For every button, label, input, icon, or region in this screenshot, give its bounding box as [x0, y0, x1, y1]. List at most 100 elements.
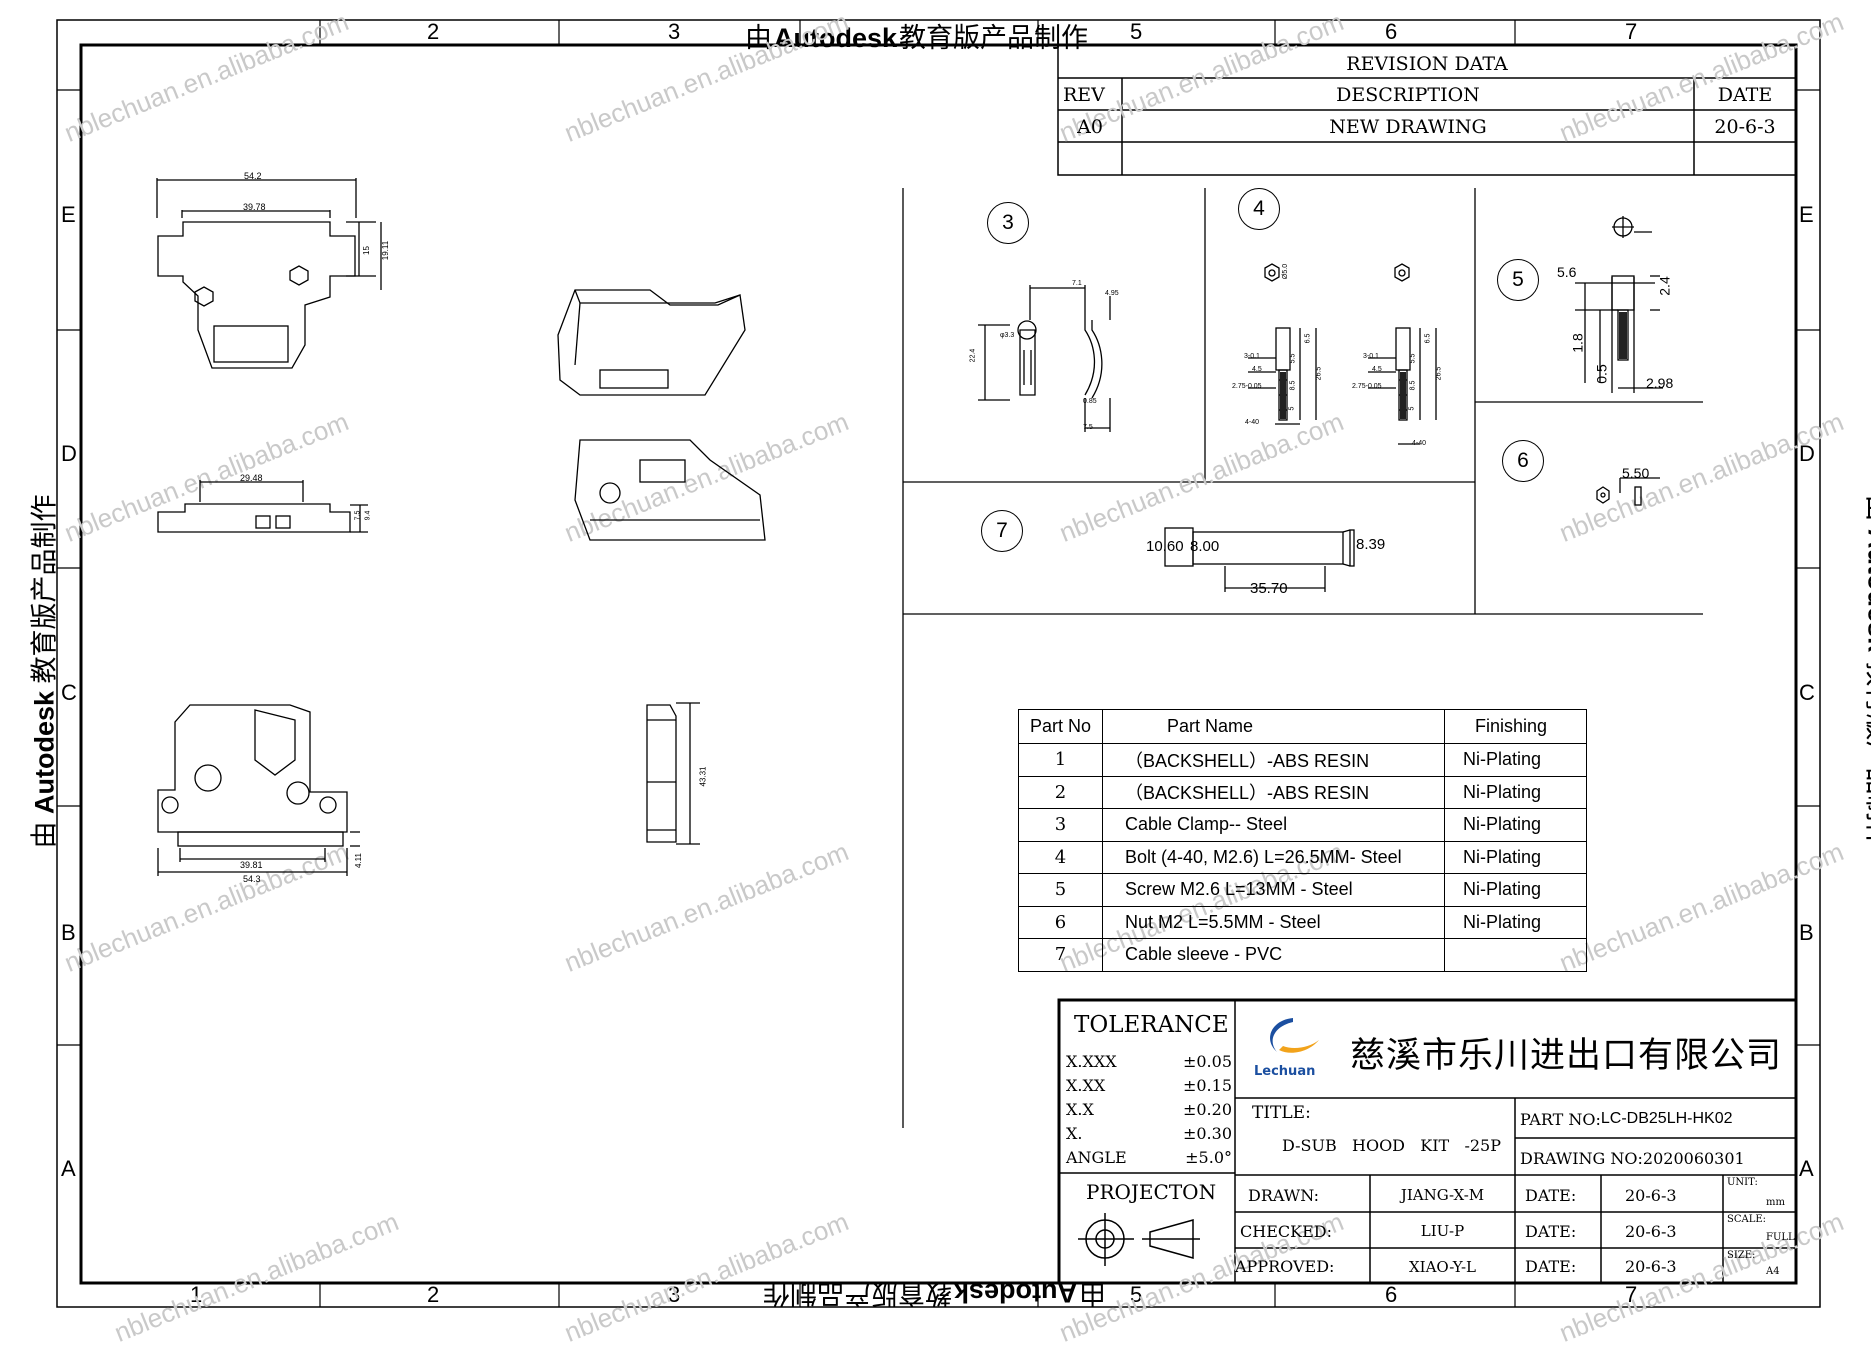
dimension-label: 3-0.1: [1244, 353, 1260, 360]
size-label: SIZE:: [1727, 1250, 1756, 1261]
backshell-isometric-bottom: [574, 439, 766, 541]
part-name: Cable sleeve - PVC: [1102, 938, 1445, 972]
dimension-label: 2.98: [1646, 375, 1674, 391]
zone-label: 6: [1385, 1282, 1398, 1307]
dimension-label: 4-40: [1412, 440, 1427, 447]
tolerance-label: X.X: [1066, 1100, 1094, 1119]
tolerance-value: ±0.30: [1182, 1124, 1232, 1143]
zone-label: 3: [668, 1282, 681, 1307]
part-no-field: PART NO: LC-DB25LH-HK02: [1520, 1104, 1733, 1134]
signoff-role: APPROVED:: [1235, 1257, 1335, 1276]
dimension-label: 19.11: [381, 240, 391, 261]
size-value: A4: [1766, 1266, 1780, 1277]
tolerance-label: X.XX: [1066, 1076, 1106, 1095]
dimension-label: 43.31: [698, 766, 708, 787]
zone-label: A: [61, 1156, 76, 1181]
dimension-label: 8.00: [1190, 538, 1220, 555]
signoff-date-label: DATE:: [1525, 1221, 1577, 1241]
dimension-label: Ø5.0: [1282, 263, 1290, 280]
title-label: TITLE:: [1252, 1103, 1311, 1123]
cable-clamp-detail: [978, 285, 1111, 432]
table-row: 4 Bolt (4-40, M2.6) L=26.5MM- Steel Ni-P…: [1018, 840, 1587, 874]
screw-detail: [1575, 216, 1663, 393]
bolt-detail: [1248, 263, 1437, 445]
projection-symbol: [1078, 1213, 1200, 1266]
signoff-role: DRAWN:: [1248, 1185, 1320, 1205]
part-name: （BACKSHELL）-ABS RESIN: [1102, 743, 1445, 777]
tolerance-row: X.XXX ±0.05: [1066, 1050, 1232, 1074]
part-finish: Ni-Plating: [1444, 775, 1587, 809]
part-name: Screw M2.6 L=13MM - Steel: [1102, 873, 1445, 907]
signoff-date: 20-6-3: [1625, 1185, 1677, 1205]
drawing-no-value: 2020060301: [1642, 1148, 1745, 1168]
signoff-date: 20-6-3: [1625, 1257, 1677, 1276]
dimension-label: 7.1: [1072, 280, 1082, 287]
revision-description-value: NEW DRAWING: [1329, 115, 1487, 138]
signoff-name: JIANG-X-M: [1400, 1186, 1485, 1204]
parts-table-header: Part No Part Name Finishing: [1018, 709, 1587, 744]
company-name: 慈溪市乐川进出口有限公司: [1350, 1035, 1783, 1076]
zone-label: A: [1799, 1156, 1814, 1181]
tolerance-label: ANGLE: [1066, 1148, 1127, 1167]
backshell-end-view: [646, 702, 700, 845]
part-name: Cable Clamp-- Steel: [1102, 808, 1445, 842]
zone-label: B: [1799, 920, 1814, 945]
dimension-label: 5.6: [1557, 264, 1577, 280]
tolerance-value: ±5.0°: [1185, 1148, 1232, 1167]
revision-date-value: 20-6-3: [1714, 115, 1776, 138]
unit-value: mm: [1766, 1197, 1785, 1208]
revision-title: REVISION DATA: [1346, 52, 1508, 75]
dimension-label: 54.2: [244, 171, 262, 181]
dimension-label: 0.5: [1593, 364, 1610, 384]
table-row: 6 Nut M2 L=5.5MM - Steel Ni-Plating: [1018, 905, 1587, 939]
table-row: 2 （BACKSHELL）-ABS RESIN Ni-Plating: [1018, 775, 1587, 809]
revision-rev-value: A0: [1077, 115, 1103, 138]
zone-label: 5: [1130, 1282, 1143, 1307]
tolerance-row: X. ±0.30: [1066, 1122, 1232, 1146]
tolerance-row: ANGLE ±5.0°: [1066, 1146, 1232, 1170]
drawing-no-field: DRAWING NO:2020060301: [1520, 1143, 1745, 1173]
dimension-label: 4.5: [1372, 366, 1382, 373]
signoff-name: LIU-P: [1420, 1222, 1465, 1240]
tolerance-label: X.XXX: [1066, 1052, 1117, 1071]
tolerance-value: ±0.05: [1182, 1052, 1232, 1071]
part-no-value: LC-DB25LH-HK02: [1600, 1110, 1733, 1127]
dimension-label: 7.5: [1083, 424, 1093, 431]
part-name: （BACKSHELL）-ABS RESIN: [1102, 775, 1445, 809]
table-row: 7 Cable sleeve - PVC: [1018, 938, 1587, 972]
zone-label: D: [61, 441, 77, 466]
zone-label: C: [1799, 680, 1815, 705]
dimension-label: 35.70: [1250, 580, 1288, 597]
dimension-label: 39.81: [240, 860, 263, 870]
dimension-label: 8.5: [1289, 380, 1297, 391]
tolerance-label: X.: [1066, 1124, 1083, 1143]
part-no: 6: [1018, 905, 1103, 939]
part-views: [156, 178, 1663, 1266]
autodesk-banner-top: 由Autodesk教育版产品制作: [745, 23, 1089, 54]
zone-label: C: [61, 680, 77, 705]
zone-label: E: [1799, 202, 1814, 227]
part-name: Nut M2 L=5.5MM - Steel: [1102, 905, 1445, 939]
zone-label: 2: [427, 19, 440, 44]
zone-label: 7: [1625, 1282, 1638, 1307]
backshell-front-view: [157, 704, 360, 876]
cable-sleeve-detail: [1164, 527, 1355, 592]
dimension-label: 54.3: [243, 874, 261, 884]
backshell-side-view: [157, 480, 368, 533]
signoff-date: 20-6-3: [1625, 1221, 1677, 1241]
title-value: D-SUB HOOD KIT -25P: [1282, 1135, 1501, 1155]
zone-label: D: [1799, 441, 1815, 466]
part-finish: Ni-Plating: [1444, 840, 1587, 874]
tolerance-value: ±0.15: [1182, 1076, 1232, 1095]
unit-label: UNIT:: [1727, 1177, 1758, 1188]
dimension-label: 29.48: [240, 473, 263, 483]
part-finish: Ni-Plating: [1444, 873, 1587, 907]
dimension-label: 8.5: [1409, 380, 1417, 391]
dimension-label: 4.95: [1105, 290, 1119, 297]
dimension-label: 6.5: [1304, 333, 1312, 344]
nut-detail: [1596, 477, 1660, 506]
signoff-date-label: DATE:: [1525, 1185, 1577, 1205]
backshell-top-view: [156, 178, 382, 369]
zone-label: 5: [1130, 19, 1143, 44]
part-finish: Ni-Plating: [1444, 743, 1587, 777]
